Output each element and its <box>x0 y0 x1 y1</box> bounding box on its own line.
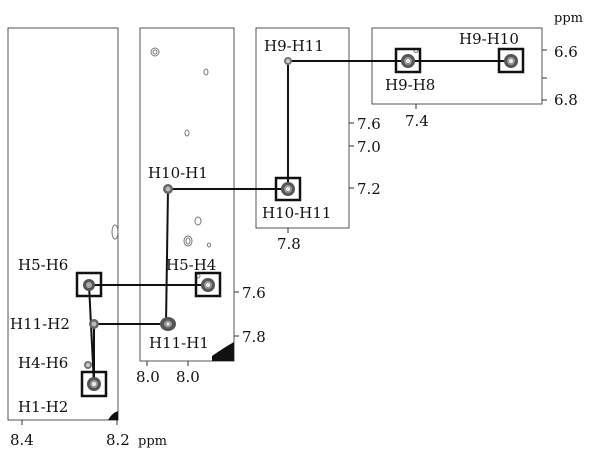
diagonal-artefacts <box>108 342 234 420</box>
unit-label-top: ppm <box>554 11 583 26</box>
panel-1-frame <box>7 27 119 421</box>
tick-label-7-6: 7.6 <box>242 284 266 302</box>
peak-h9-h11 <box>284 57 292 65</box>
label-h10-h11: H10-H11 <box>262 204 331 222</box>
minor-peak <box>183 235 193 247</box>
label-h5-h4: H5-H4 <box>166 256 216 274</box>
peak-h10-h1 <box>163 184 173 194</box>
sequential-walk-lines <box>88 60 511 385</box>
tick-label-6-6: 6.6 <box>554 43 578 61</box>
peak-h11-h2 <box>89 319 99 329</box>
peak-h5-h6 <box>83 279 95 291</box>
minor-peak <box>184 129 190 137</box>
tick-label-7-8: 7.8 <box>242 328 266 346</box>
panel-2-frame <box>139 27 235 362</box>
highlight-box-h10-h11 <box>274 176 302 202</box>
tick-label-7-0: 7.0 <box>357 138 381 156</box>
walk-line <box>165 188 169 325</box>
tick-label-6-8: 6.8 <box>554 91 578 109</box>
panel-3-frame <box>255 27 350 229</box>
diagonal-edge-panel-2 <box>212 342 234 361</box>
minor-peak <box>185 237 191 245</box>
peak-h10-h11 <box>281 182 295 196</box>
label-h9-h10: H9-H10 <box>459 30 519 48</box>
tick-label-7-4: 7.4 <box>405 112 429 130</box>
tick-label-7-2: 7.2 <box>357 180 381 198</box>
minor-peak <box>150 47 160 57</box>
diagonal-edge-panel-1 <box>108 411 118 420</box>
tick-label-8-4: 8.4 <box>10 431 34 449</box>
label-h9-h8: H9-H8 <box>385 76 435 94</box>
peak-h9-h10 <box>504 54 518 68</box>
tick-label-8-0-b: 8.0 <box>176 368 200 386</box>
label-h11-h1: H11-H1 <box>149 334 209 352</box>
axis-tick-labels: 6.6 6.8 7.6 7.0 7.2 7.6 7.8 8.4 8.2 8.0 … <box>10 11 583 449</box>
label-h10-h1: H10-H1 <box>148 164 208 182</box>
peak-h4-h6 <box>84 361 92 369</box>
label-h5-h6: H5-H6 <box>18 256 68 274</box>
highlight-box-h1-h2 <box>80 370 108 398</box>
highlight-boxes <box>75 47 525 398</box>
peak-h11-h1 <box>160 317 176 331</box>
panel-4-frame <box>371 27 543 105</box>
panel-frames <box>7 27 543 421</box>
cross-peaks <box>83 54 518 391</box>
unit-label-bottom: ppm <box>138 434 167 449</box>
tick-label-7-8-x: 7.8 <box>277 235 301 253</box>
tick-label-8-0-a: 8.0 <box>136 368 160 386</box>
label-h11-h2: H11-H2 <box>10 315 70 333</box>
minor-peak <box>207 242 211 248</box>
label-h1-h2: H1-H2 <box>18 398 68 416</box>
highlight-box-h5-h6 <box>75 271 103 298</box>
axis-ticks <box>21 49 547 425</box>
highlight-box-h5-h4 <box>194 271 222 298</box>
minor-peak <box>194 216 202 226</box>
highlight-box-h9-h10 <box>497 47 525 74</box>
peak-h1-h2 <box>87 377 101 391</box>
minor-peak <box>203 68 209 76</box>
tick-label-7-6-top: 7.6 <box>357 115 381 133</box>
peak-label-layer: H9-H11 H9-H10 H9-H8 H10-H1 H10-H11 H5-H6… <box>10 30 519 416</box>
label-h9-h11: H9-H11 <box>264 37 324 55</box>
label-h4-h6: H4-H6 <box>18 354 68 372</box>
peak-h9-h8 <box>401 54 415 68</box>
peak-h5-h4 <box>201 278 215 292</box>
minor-peak <box>152 49 158 55</box>
tick-label-8-2: 8.2 <box>106 431 130 449</box>
highlight-box-h9-h8 <box>394 47 422 74</box>
minor-peak <box>111 224 119 240</box>
